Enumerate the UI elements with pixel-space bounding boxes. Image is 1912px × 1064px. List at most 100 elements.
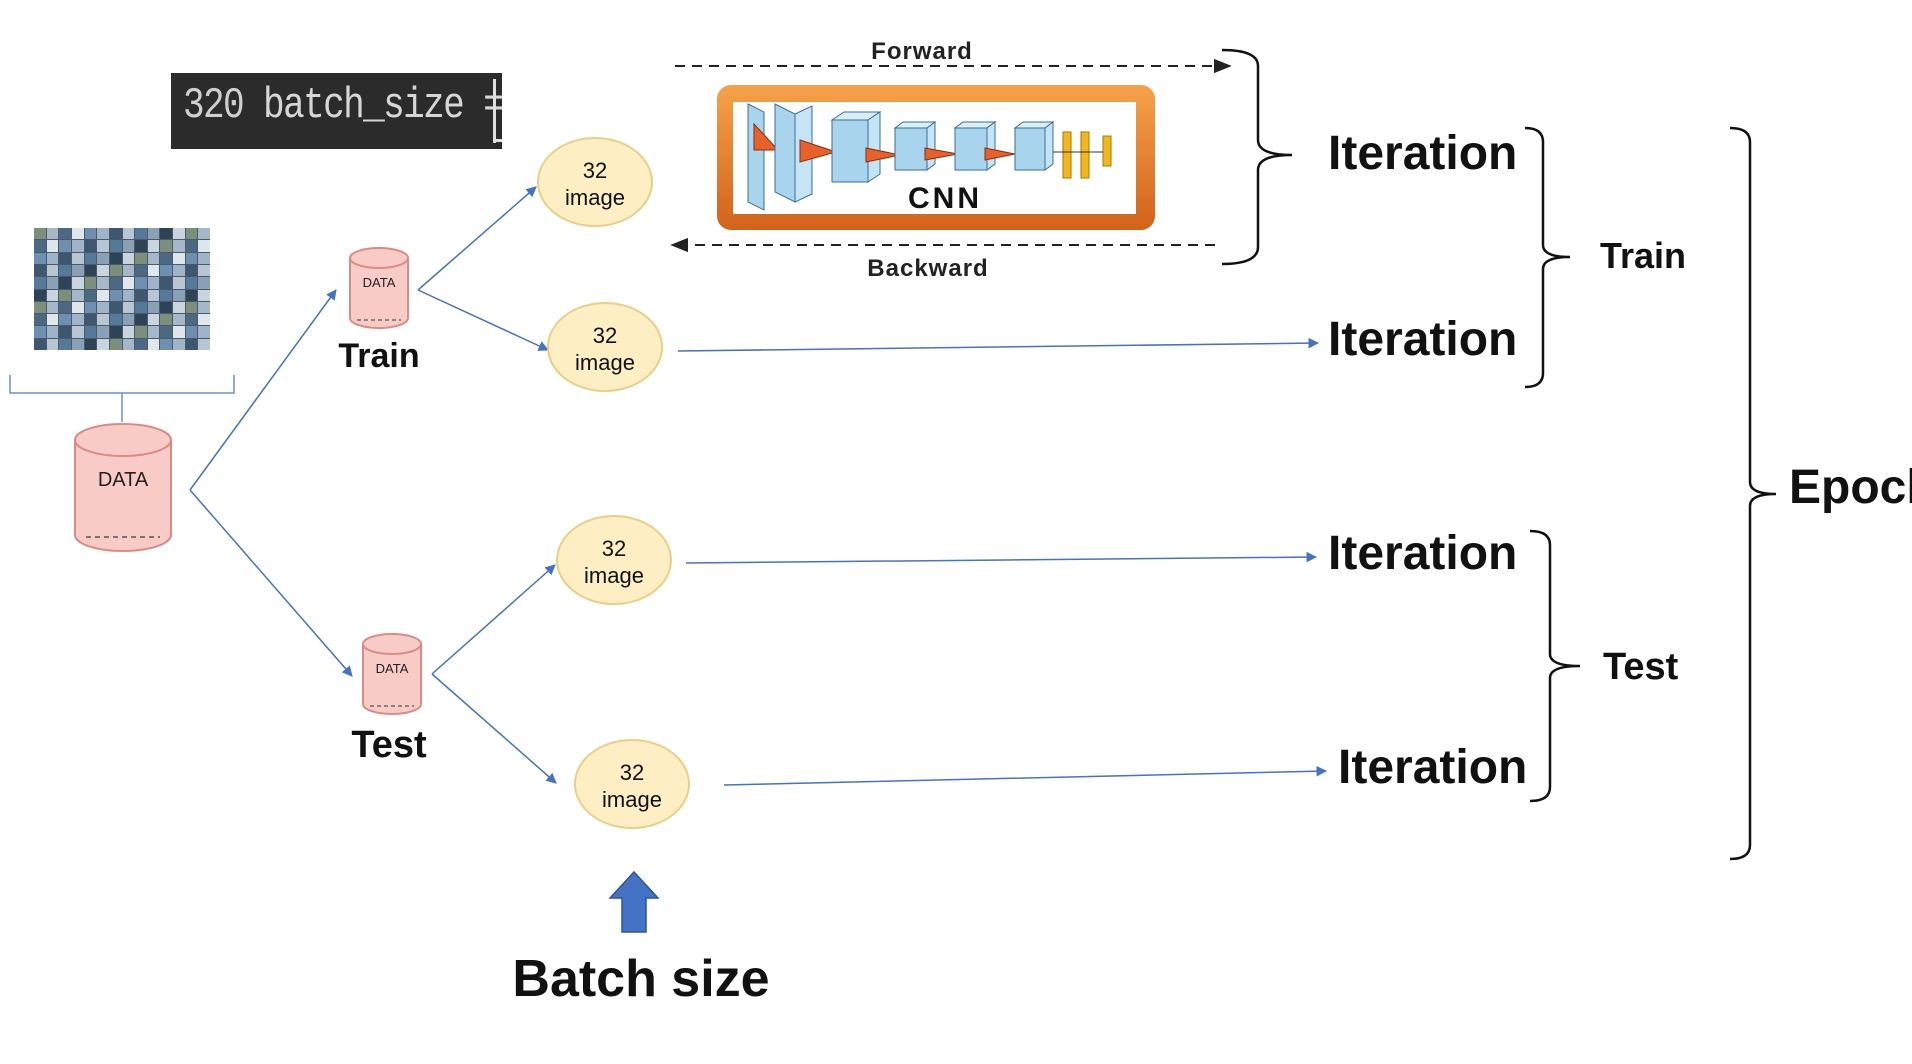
thumbnail-tile (135, 264, 147, 277)
arrow-train-batch-1 (417, 186, 537, 291)
thumbnail-tile (173, 228, 185, 240)
thumbnail-tile (109, 228, 122, 240)
test-database: DATA (362, 633, 422, 715)
thumbnail-tile (122, 301, 135, 314)
batch-unit: image (565, 185, 625, 210)
iteration-label: Iteration (1328, 313, 1517, 366)
test-caption: Test (351, 724, 427, 766)
thumbnail-tile (34, 228, 46, 240)
thumbnail-tile (109, 252, 122, 264)
thumbnail-tile (147, 301, 160, 314)
thumbnail-tile (160, 240, 173, 252)
thumbnail-tile (198, 264, 210, 277)
batch-ellipse: 32 image (556, 515, 672, 605)
main-database: DATA (74, 423, 172, 552)
thumbnail-tile (147, 240, 160, 252)
thumbnail-tile (198, 252, 210, 264)
batch-size-arrow (608, 870, 660, 933)
code-snippet: 320 batch_size = 32 (171, 73, 502, 149)
thumbnail-tile (135, 301, 147, 314)
test-brace (1529, 529, 1581, 803)
thumbnail-tile (71, 277, 84, 289)
thumbnail-tile (160, 314, 173, 326)
thumbnail-tile (135, 338, 147, 350)
thumbnail-tile (97, 252, 109, 264)
thumbnail-tile (71, 314, 84, 326)
thumbnail-tile (71, 326, 84, 338)
thumbnail-tile (109, 338, 122, 350)
thumbnail-tile (34, 326, 46, 338)
batch-number: 32 (602, 536, 626, 561)
thumbnail-tile (185, 289, 198, 301)
iteration-label: Iteration (1328, 127, 1517, 180)
thumbnail-tile (173, 314, 185, 326)
thumbnail-tile (97, 264, 109, 277)
thumbnail-tile (160, 252, 173, 264)
thumbnail-tile (71, 264, 84, 277)
thumbnail-tile (71, 289, 84, 301)
backward-label: Backward (867, 255, 988, 282)
thumbnail-tile (198, 277, 210, 289)
dataset-brace (9, 375, 235, 422)
thumbnail-tile (147, 326, 160, 338)
batch-number: 32 (583, 158, 607, 183)
thumbnail-tile (84, 264, 97, 277)
thumbnail-tile (135, 252, 147, 264)
code-text: batch_size = (263, 81, 502, 131)
thumbnail-tile (109, 277, 122, 289)
cnn-label: CNN (908, 182, 982, 215)
thumbnail-tile (59, 326, 71, 338)
thumbnail-tile (59, 314, 71, 326)
thumbnail-tile (46, 252, 59, 264)
thumbnail-tile (34, 301, 46, 314)
thumbnail-tile (160, 228, 173, 240)
thumbnail-tile (122, 264, 135, 277)
thumbnail-tile (84, 240, 97, 252)
thumbnail-tile (46, 240, 59, 252)
arrow-train-batch-2 (417, 289, 549, 351)
code-line-number: 320 (183, 81, 245, 131)
arrow-to-test (189, 489, 353, 677)
thumbnail-tile (109, 314, 122, 326)
thumbnail-tile (34, 338, 46, 350)
thumbnail-tile (34, 240, 46, 252)
thumbnail-tile (46, 264, 59, 277)
thumbnail-tile (59, 228, 71, 240)
thumbnail-tile (135, 326, 147, 338)
train-database-label: DATA (363, 275, 396, 290)
thumbnail-tile (185, 277, 198, 289)
thumbnail-tile (185, 314, 198, 326)
thumbnail-tile (198, 326, 210, 338)
thumbnail-tile (198, 314, 210, 326)
thumbnail-tile (59, 252, 71, 264)
thumbnail-tile (147, 252, 160, 264)
iteration-arrow-3 (685, 551, 1318, 564)
batch-ellipse: 32 image (574, 739, 690, 829)
thumbnail-tile (46, 228, 59, 240)
batch-size-label: Batch size (512, 950, 769, 1008)
thumbnail-tile (147, 314, 160, 326)
thumbnail-tile (97, 338, 109, 350)
thumbnail-tile (160, 301, 173, 314)
thumbnail-tile (34, 289, 46, 301)
thumbnail-tile (109, 326, 122, 338)
thumbnail-tile (160, 277, 173, 289)
thumbnail-tile (84, 338, 97, 350)
thumbnail-tile (198, 301, 210, 314)
thumbnail-tile (135, 228, 147, 240)
thumbnail-tile (135, 314, 147, 326)
thumbnail-tile (97, 301, 109, 314)
thumbnail-tile (147, 228, 160, 240)
thumbnail-tile (97, 228, 109, 240)
thumbnail-tile (122, 326, 135, 338)
iteration-arrow-2 (677, 337, 1320, 352)
thumbnail-tile (46, 326, 59, 338)
thumbnail-tile (84, 228, 97, 240)
thumbnail-tile (173, 252, 185, 264)
thumbnail-tile (34, 314, 46, 326)
thumbnail-tile (84, 252, 97, 264)
thumbnail-tile (173, 301, 185, 314)
thumbnail-tile (122, 289, 135, 301)
thumbnail-tile (147, 338, 160, 350)
thumbnail-tile (46, 289, 59, 301)
